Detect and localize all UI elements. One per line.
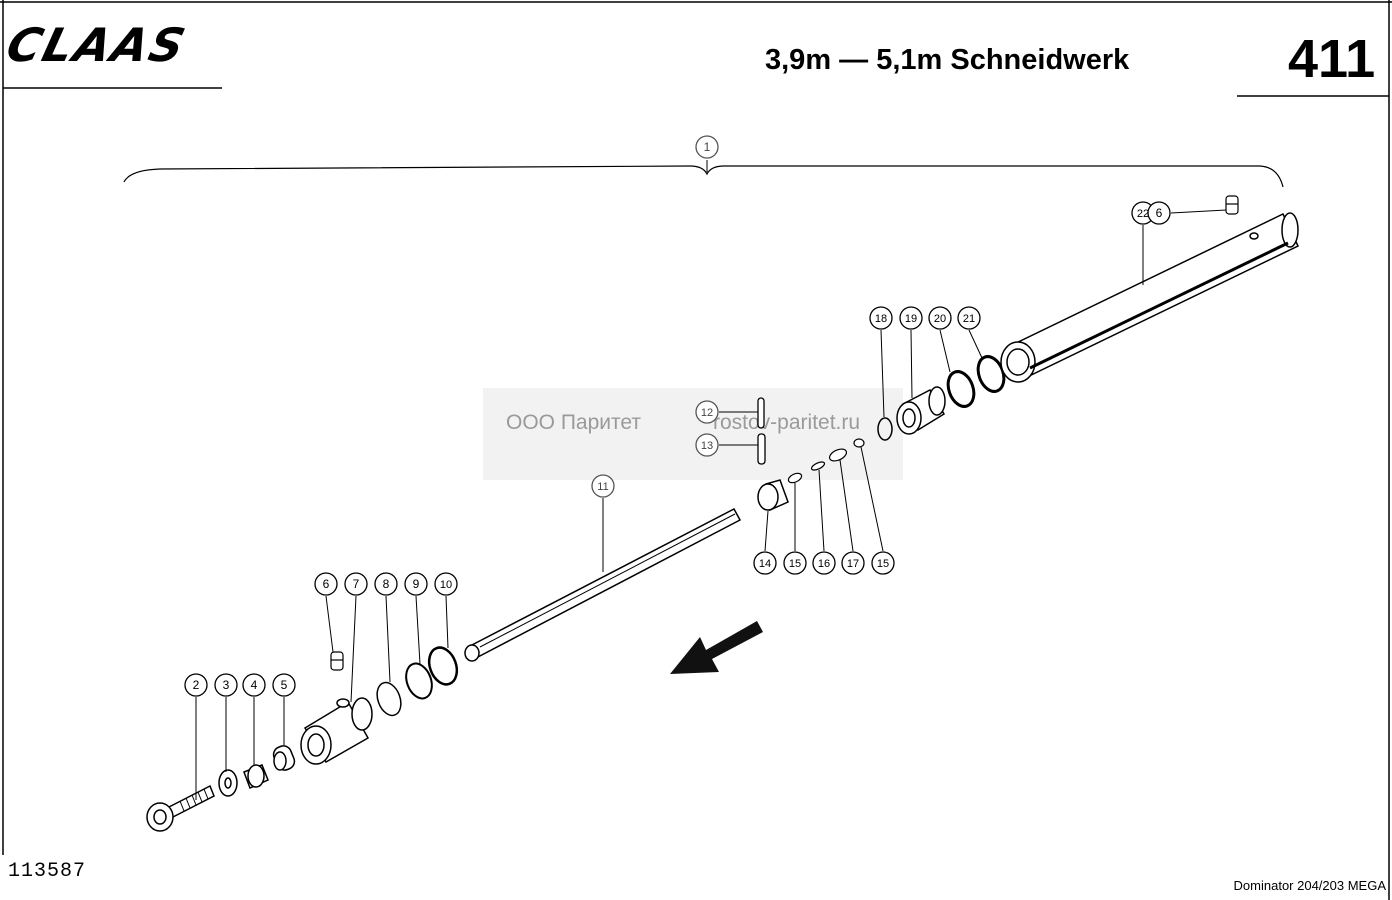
callout-number-2: 2 (193, 678, 200, 692)
callout-number-8: 8 (383, 577, 390, 591)
callout-number-19: 19 (905, 313, 917, 325)
part-piston-rod (464, 507, 742, 662)
part-o-ring (405, 662, 433, 700)
callout-number-9: 9 (413, 577, 420, 591)
callout-number-21: 21 (963, 313, 975, 325)
callout-number-3: 3 (223, 678, 230, 692)
callout-circle-5 (272, 673, 296, 697)
page-title: 3,9m — 5,1m Schneidwerk (765, 44, 1130, 76)
part-snap-ring (376, 681, 402, 717)
part-grease-nipple (330, 651, 344, 671)
callout-circle-21 (957, 306, 981, 330)
part-piston (757, 479, 789, 512)
callout-number-12: 12 (701, 407, 713, 419)
part-valve-set (787, 438, 865, 484)
leader-lines (195, 209, 1227, 800)
callout-number-4: 4 (251, 678, 258, 692)
callout-number-20: 20 (934, 313, 946, 325)
assembly-bracket (123, 165, 1284, 188)
callout-number-6: 6 (1156, 206, 1163, 220)
callout-circle-15 (871, 551, 895, 575)
callout-circle-14 (753, 551, 777, 575)
part-ring (877, 417, 893, 441)
callout-number-6: 6 (323, 577, 330, 591)
callout-number-5: 5 (281, 678, 288, 692)
watermark-website: rostov-paritet.ru (713, 411, 861, 434)
callout-circle-8 (374, 572, 398, 596)
part-bushing (272, 745, 296, 771)
callout-circle-10 (434, 572, 458, 596)
machine-model: Dominator 204/203 MEGA (1233, 878, 1386, 893)
callout-circle-3 (214, 673, 238, 697)
callout-circle-4 (242, 673, 266, 697)
part-pins (757, 397, 766, 465)
part-washer (218, 769, 238, 797)
callout-number-14: 14 (759, 558, 771, 570)
part-eye-bolt (146, 784, 215, 832)
callout-circle-6 (1147, 201, 1171, 225)
part-guide-bushing (896, 386, 946, 435)
part-nut (243, 764, 269, 790)
callout-circle-11 (591, 474, 615, 498)
callout-circle-2 (184, 673, 208, 697)
callout-circle-12 (695, 400, 719, 424)
callout-circle-13 (695, 433, 719, 457)
callout-circle-15 (783, 551, 807, 575)
callout-number-17: 17 (847, 558, 859, 570)
part-cylinder-head (300, 697, 373, 765)
watermark-backdrop (483, 388, 903, 480)
callout-number-13: 13 (701, 440, 713, 452)
callout-circle-17 (841, 551, 865, 575)
callout-circle-16 (812, 551, 836, 575)
part-cylinder-tube (1000, 212, 1299, 383)
callout-circle-18 (869, 306, 893, 330)
callout-circle-7 (344, 572, 368, 596)
callout-circle-9 (404, 572, 428, 596)
callout-circle-20 (928, 306, 952, 330)
callout-circle-6 (314, 572, 338, 596)
direction-arrow (670, 621, 763, 674)
callout-number-1: 1 (704, 140, 711, 154)
part-seal-ring-a (946, 370, 976, 408)
part-seal (427, 646, 459, 686)
callout-number-7: 7 (353, 577, 360, 591)
callout-number-22: 22 (1137, 208, 1149, 220)
callout-number-10: 10 (440, 579, 452, 591)
callout-number-16: 16 (818, 558, 830, 570)
callout-circle-19 (899, 306, 923, 330)
watermark-company: ООО Паритет (506, 411, 642, 434)
drawing-number: 113587 (8, 860, 87, 883)
callout-number-18: 18 (875, 313, 887, 325)
page-number: 411 (1288, 29, 1376, 89)
callout-number-15: 15 (877, 558, 889, 570)
callout-circle-1 (695, 135, 719, 159)
callout-number-15: 15 (789, 558, 801, 570)
callout-number-11: 11 (597, 481, 608, 493)
